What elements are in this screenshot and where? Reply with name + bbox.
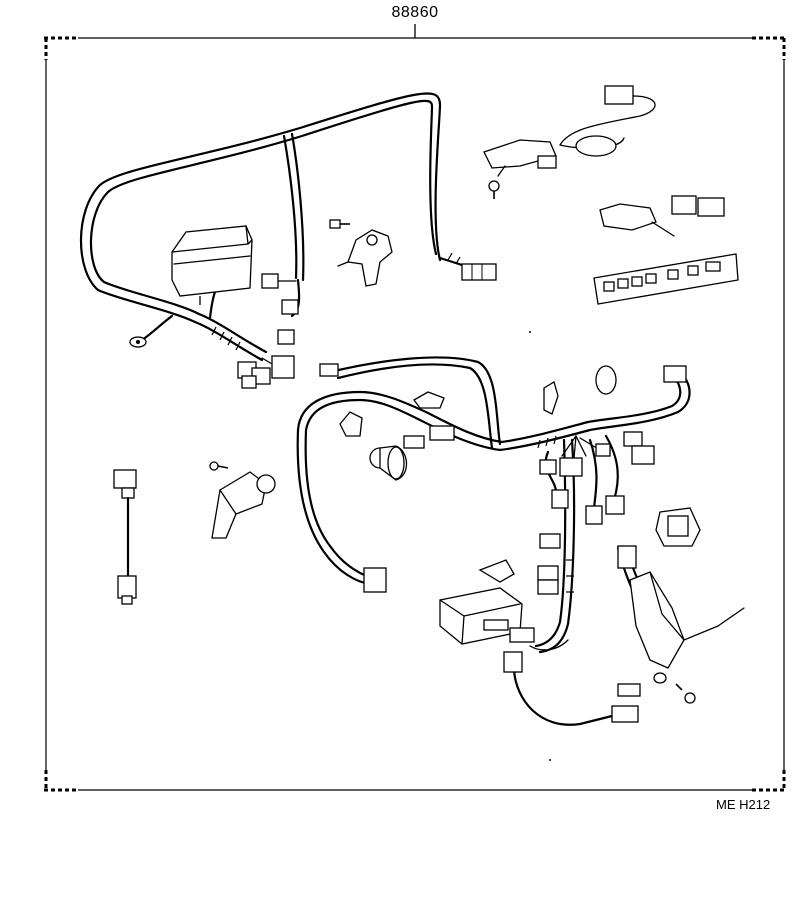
connector-icon-d bbox=[599, 203, 675, 237]
lower-harness-ticks bbox=[537, 435, 574, 593]
bolt-icon-b bbox=[488, 180, 500, 199]
bolt-icon-c bbox=[675, 683, 696, 704]
branch-fan bbox=[561, 435, 601, 459]
connector-icon-h bbox=[503, 651, 641, 723]
switch-harness-icon bbox=[483, 85, 656, 177]
frame-border bbox=[44, 36, 786, 792]
upper-harness bbox=[79, 92, 464, 362]
switch-assembly-icon bbox=[617, 545, 745, 684]
connector-icon-g bbox=[509, 533, 569, 651]
control-panel-icon bbox=[593, 253, 739, 305]
pigtail-icon bbox=[113, 469, 137, 605]
sensor-bracket-icon bbox=[337, 229, 393, 287]
clamp-icon bbox=[339, 365, 617, 437]
relay-box-icon bbox=[171, 225, 253, 305]
connector-icon-a bbox=[261, 273, 299, 345]
switch-icon-b bbox=[211, 471, 276, 539]
upper-harness-ticks bbox=[211, 252, 461, 351]
amplifier-icon bbox=[439, 559, 523, 645]
dot-mark bbox=[529, 331, 531, 333]
connector-icon-f bbox=[319, 363, 687, 593]
lower-cable bbox=[512, 668, 614, 726]
switch-icon-a bbox=[655, 507, 701, 547]
connector-icon-c bbox=[461, 263, 497, 281]
figure-code-label: ME H212 bbox=[716, 797, 771, 812]
bolt-icon-d bbox=[209, 461, 229, 471]
ground-terminal-icon bbox=[129, 336, 147, 348]
connector-icon-e bbox=[671, 195, 725, 217]
dot-mark-b bbox=[549, 759, 551, 761]
grommet-icon bbox=[369, 445, 408, 481]
part-number-label: 88860 bbox=[391, 4, 439, 21]
bolt-icon-a bbox=[329, 219, 350, 229]
connector-icon-b bbox=[237, 355, 295, 389]
